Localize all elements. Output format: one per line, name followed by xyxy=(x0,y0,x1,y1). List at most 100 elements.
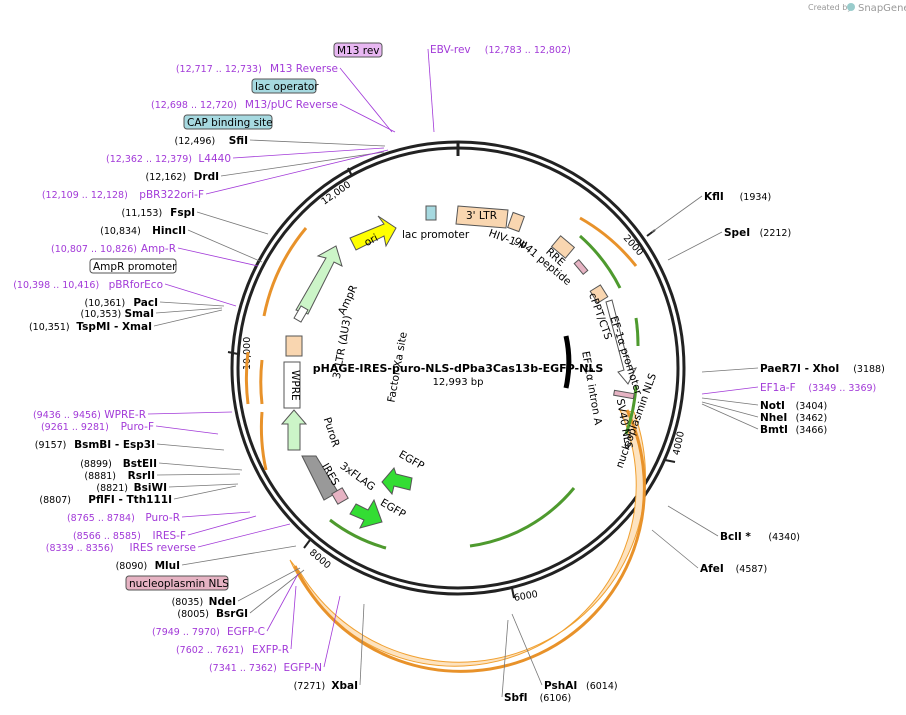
site-label-r11: SbfI xyxy=(504,692,528,704)
site-position-r1: (1934) xyxy=(740,192,772,203)
ltr3-du3-shape xyxy=(285,335,303,357)
site-label-r5: NotI xyxy=(760,400,785,412)
site-label-6: FspI xyxy=(170,207,195,219)
leader-line xyxy=(701,397,759,406)
site-label-13: WPRE-R xyxy=(104,409,146,421)
sv40-nls-shape xyxy=(613,389,635,400)
label-cap-site: CAP binding site xyxy=(187,117,273,129)
leader-line xyxy=(701,401,759,418)
snapgene-logo-text: SnapGene xyxy=(858,3,906,14)
site-position-13: (9436 .. 9456) xyxy=(33,410,101,421)
site-label-r10: PshAI xyxy=(544,680,577,692)
leader-line xyxy=(667,505,719,537)
leader-line xyxy=(651,195,703,233)
site-position-r8: (4340) xyxy=(768,532,800,543)
label-lac-promoter: lac promoter xyxy=(402,229,470,241)
site-position-r4: (3349 .. 3369) xyxy=(808,383,876,394)
site-label-r4: EF1a-F xyxy=(760,382,796,394)
nls-box xyxy=(125,575,229,591)
site-position-r11: (6106) xyxy=(540,693,572,704)
site-label-23: MluI xyxy=(155,560,180,572)
label-ampr-promoter: AmpR promoter xyxy=(93,261,177,273)
leader-line xyxy=(164,283,237,307)
label-ampr: AmpR xyxy=(336,283,360,317)
site-label-3: L4440 xyxy=(198,153,231,165)
plasmid-name: pHAGE-IRES-puro-NLS-dPba3Cas13b-EGFP-NLS xyxy=(313,362,604,375)
label-wpre: WPRE xyxy=(289,370,301,401)
leader-line xyxy=(197,523,291,548)
leader-line xyxy=(290,585,297,650)
label-flag: 3xFLAG xyxy=(338,460,378,493)
site-position-23: (8090) xyxy=(116,561,148,572)
site-position-12: (10,351) xyxy=(29,322,70,333)
leader-line xyxy=(158,462,243,471)
m13rev-box xyxy=(333,42,383,58)
green-arc-2 xyxy=(634,317,640,347)
orange-arc-5 xyxy=(259,359,264,405)
site-position-8: (10,807 .. 10,826) xyxy=(51,244,137,255)
rre-shape xyxy=(550,235,576,259)
site-label-14: Puro-F xyxy=(121,421,154,433)
egfp2-shape xyxy=(349,498,383,529)
site-position-18: (8821) xyxy=(96,483,128,494)
leader-line xyxy=(232,147,385,159)
site-label-r3: PaeR7I - XhoI xyxy=(760,363,839,375)
cas13b-cds-arc xyxy=(293,409,646,673)
lac-operator-box xyxy=(251,78,317,94)
site-label-22: IRES reverse xyxy=(130,542,197,554)
site-label-18: BsiWI xyxy=(134,482,167,494)
site-position-r7: (3466) xyxy=(796,425,828,436)
site-position-4: (12,162) xyxy=(146,172,187,183)
site-label-8: Amp-R xyxy=(141,243,176,255)
site-label-7: HincII xyxy=(152,225,186,237)
leader-line xyxy=(155,307,223,314)
site-label-27: EXFP-R xyxy=(252,644,289,656)
leader-line xyxy=(187,229,263,263)
site-label-17: RsrII xyxy=(128,470,155,482)
left-site-labels: M13 Reverse(12,717 .. 12,733)M13/pUC Rev… xyxy=(13,63,358,692)
site-position-20: (8765 .. 8784) xyxy=(67,513,135,524)
leader-line xyxy=(181,511,251,518)
credit-text: Created by xyxy=(808,3,852,12)
ampr-shape xyxy=(295,245,343,315)
orange-arc-1 xyxy=(579,216,638,267)
ori-shape xyxy=(349,215,397,251)
lac-promoter-shape xyxy=(425,205,437,221)
site-position-2: (12,496) xyxy=(175,136,216,147)
leader-line xyxy=(701,403,759,430)
site-position-r10: (6014) xyxy=(586,681,618,692)
site-position-28: (7341 .. 7362) xyxy=(209,663,277,674)
leader-line xyxy=(339,103,396,133)
leader-line xyxy=(359,603,365,686)
leader-line xyxy=(701,367,759,373)
leader-line xyxy=(196,211,269,235)
ampr-promoter-box xyxy=(89,258,177,274)
site-position-3: (12,362 .. 12,379) xyxy=(106,154,192,165)
site-position-r5: (3404) xyxy=(796,401,828,412)
leader-lines xyxy=(147,48,759,698)
leader-line xyxy=(168,483,239,488)
label-puror: PuroR xyxy=(321,416,342,449)
site-label-11: SmaI xyxy=(125,308,155,320)
hiv-psi-shape xyxy=(506,211,526,233)
site-position-r3: (3188) xyxy=(853,364,885,375)
tick-label-6000: 6000 xyxy=(513,589,539,604)
label-egfp2: EGFP xyxy=(378,497,408,521)
site-label-24: NdeI xyxy=(209,596,236,608)
site-label-29: XbaI xyxy=(331,680,358,692)
right-site-labels: EBV-rev(12,783 .. 12,802)KflI(1934)SpeI(… xyxy=(430,44,885,704)
site-position-r6: (3462) xyxy=(796,413,828,424)
label-m13rev: M13 rev xyxy=(337,45,380,57)
site-label-16: BstEII xyxy=(123,458,157,470)
egfp1-shape xyxy=(381,467,413,496)
orange-arc-3 xyxy=(259,411,268,471)
leader-line xyxy=(147,411,233,415)
leader-line xyxy=(237,567,301,602)
tick-label-4000: 4000 xyxy=(671,430,687,456)
site-position-22: (8339 .. 8356) xyxy=(46,543,114,554)
leader-line xyxy=(249,569,305,614)
site-label-2: SfiI xyxy=(229,135,248,147)
site-position-25: (8005) xyxy=(177,609,209,620)
snapgene-logo-icon xyxy=(847,3,855,11)
